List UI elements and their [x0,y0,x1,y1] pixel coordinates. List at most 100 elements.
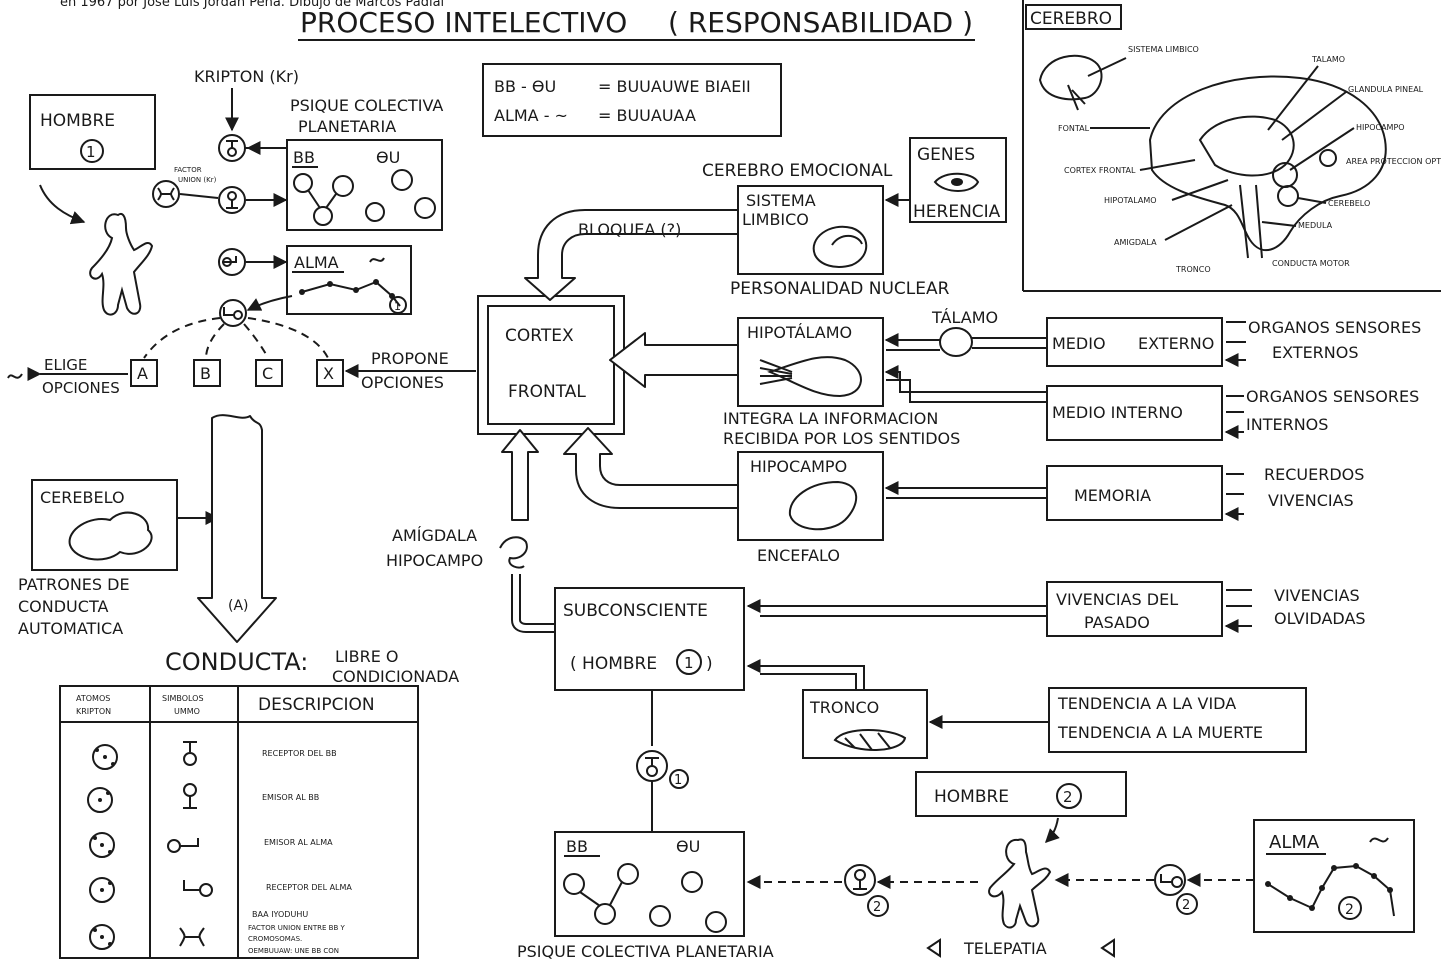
legend-val-alma: = BUUAUAA [598,106,696,125]
conducta-label: CONDUCTA: [165,648,308,676]
option-x: X [323,364,334,383]
bb-box-top-ou: ϴU [376,148,400,167]
bb-box-top: BB ϴU [287,140,442,230]
emisor-bb-2-num: 2 [873,900,881,915]
bb-box-bottom: BB ϴU [555,832,744,936]
emisor-alma-symbol [219,249,245,275]
hipocampo-label: HIPOCAMPO [750,457,847,476]
th-simbolos-2: UMMO [174,707,200,716]
legend-val-bb: = BUUAUWE BIAEII [598,77,751,96]
alma-box-top-num: 1 [394,300,401,313]
desc-extra-1: FACTOR UNION ENTRE BB Y [248,924,345,932]
tendencias-box: TENDENCIA A LA VIDA TENDENCIA A LA MUERT… [1049,688,1306,752]
talamo-shape [940,328,972,356]
brain-label-fontal: FONTAL [1058,124,1090,133]
integra-line2: RECIBIDA POR LOS SENTIDOS [723,429,960,448]
receptor-bb-2-num: 1 [674,773,682,788]
cortex-line1: CORTEX [505,326,574,346]
talamo-label: TÁLAMO [931,308,998,327]
cortex-frontal-box: CORTEX FRONTAL [478,296,624,434]
brain-panel: CEREBRO SISTEMA LIMBICO FONTAL CORTEX FR… [1023,0,1441,291]
propone-label-2: OPCIONES [361,373,444,392]
hombre-2-number: 2 [1063,788,1073,806]
page-title: PROCESO INTELECTIVO [300,6,627,39]
brain-label-hipotalamo: HIPOTALAMO [1104,196,1157,205]
genes-line2: HERENCIA [913,202,1001,222]
page-subtitle: ( RESPONSABILIDAD ) [668,6,973,39]
limbico-line1: SISTEMA [746,191,816,210]
brain-label-hipocampo: HIPOCAMPO [1356,123,1405,132]
person-figure-2 [989,840,1050,928]
cerebelo-label: CEREBELO [40,488,125,507]
amigdala-shape [500,537,527,567]
tendencia-muerte: TENDENCIA A LA MUERTE [1057,723,1263,742]
receptor-bb-symbol-2 [637,751,667,781]
hipotalamo-label: HIPOTÁLAMO [747,323,852,342]
brain-label-talamo: TALAMO [1311,55,1345,64]
emisor-bb-symbol-2 [845,865,875,895]
brain-label-sistema-limbico: SISTEMA LIMBICO [1128,45,1199,54]
brain-label-cerebelo: CEREBELO [1328,199,1370,208]
medio-interno-label: MEDIO INTERNO [1052,403,1183,422]
hombre-2-box: HOMBRE 2 [916,772,1126,816]
hombre-1-number: 1 [86,143,96,161]
alma-box-bottom: ALMA 2 [1254,820,1414,932]
brain-label-tronco: TRONCO [1175,265,1211,274]
hombre-1-box: HOMBRE 1 [30,95,155,169]
conducta-opt-2: CONDICIONADA [332,667,459,686]
svg-text:): ) [706,654,713,674]
elige-label-1: ELIGE [44,356,87,374]
amigdala-line1: AMÍGDALA [392,526,477,545]
integra-line1: INTEGRA LA INFORMACION [723,409,938,428]
subconsciente-box: SUBCONSCIENTE ( HOMBRE 1 ) [555,588,744,690]
brain-label-area-proteccion: AREA PROTECCION OPTICA [1346,157,1441,166]
person-figure-1 [90,214,152,315]
telepatia-arrow-left [928,940,940,956]
legend-key-bb: BB - ϴU [494,77,556,96]
brain-label-medula: MEDULA [1298,221,1333,230]
brain-title: CEREBRO [1030,9,1112,29]
desc-baa-iyoduhu: BAA IYODUHU [252,910,308,919]
th-atomos-2: KRIPTON [76,707,111,716]
cerebelo-desc-3: AUTOMATICA [18,619,123,638]
brain-label-conducta-motor: CONDUCTA MOTOR [1272,259,1350,268]
cerebelo-box: CEREBELO [32,480,177,570]
encefalo-label: ENCEFALO [757,546,840,565]
receptor-alma-2-num: 2 [1182,898,1190,913]
subconsciente-num: 1 [684,654,694,672]
factor-union-symbol [153,181,179,207]
desc-extra-3: OEMBUUAW: UNE BB CON [248,947,339,955]
legend-box: BB - ϴU = BUUAUWE BIAEII ALMA - ~ = BUUA… [483,64,781,136]
brain-label-amigdala: AMIGDALA [1114,238,1157,247]
vivencias-pasado-line1: VIVENCIAS DEL [1056,590,1178,609]
alma-2-number: 2 [1345,902,1354,918]
bb-box-bottom-ou: ϴU [676,837,700,856]
desc-extra-2: CROMOSOMAS. [248,935,302,943]
elige-label-2: OPCIONES [42,379,120,397]
vivencias-olvidadas-line1: VIVENCIAS [1274,586,1360,605]
option-b: B [200,364,211,383]
organos-ext-line1: ORGANOS SENSORES [1248,318,1421,337]
cerebelo-desc-2: CONDUCTA [18,597,108,616]
option-a: A [137,364,148,383]
brain-label-cortex-frontal: CORTEX FRONTAL [1064,166,1136,175]
genes-box: GENES HERENCIA [910,138,1006,222]
receptor-alma-symbol [220,300,246,326]
subconsciente-line1: SUBCONSCIENTE [563,601,708,621]
desc-emisor-bb: EMISOR AL BB [262,793,319,802]
telepatia-arrow-right [1102,940,1114,956]
limbico-line2: LIMBICO [742,210,809,229]
tronco-label: TRONCO [809,698,879,717]
propone-label-1: PROPONE [371,349,449,368]
hipocampo-to-cortex-arrow [564,428,738,508]
factor-union-line2: UNION (Kr) [178,176,217,184]
medio-externo-box: MEDIO EXTERNO [1047,318,1222,366]
vivencias-pasado-box: VIVENCIAS DEL PASADO [1047,582,1222,636]
option-boxes: A B C X [131,360,343,386]
tronco-box: TRONCO [803,690,927,758]
symbol-table: ATOMOS KRIPTON SIMBOLOS UMMO DESCRIPCION… [60,686,418,958]
cortex-line2: FRONTAL [508,382,586,402]
option-c: C [262,364,273,383]
organos-ext-line2: EXTERNOS [1272,343,1359,362]
